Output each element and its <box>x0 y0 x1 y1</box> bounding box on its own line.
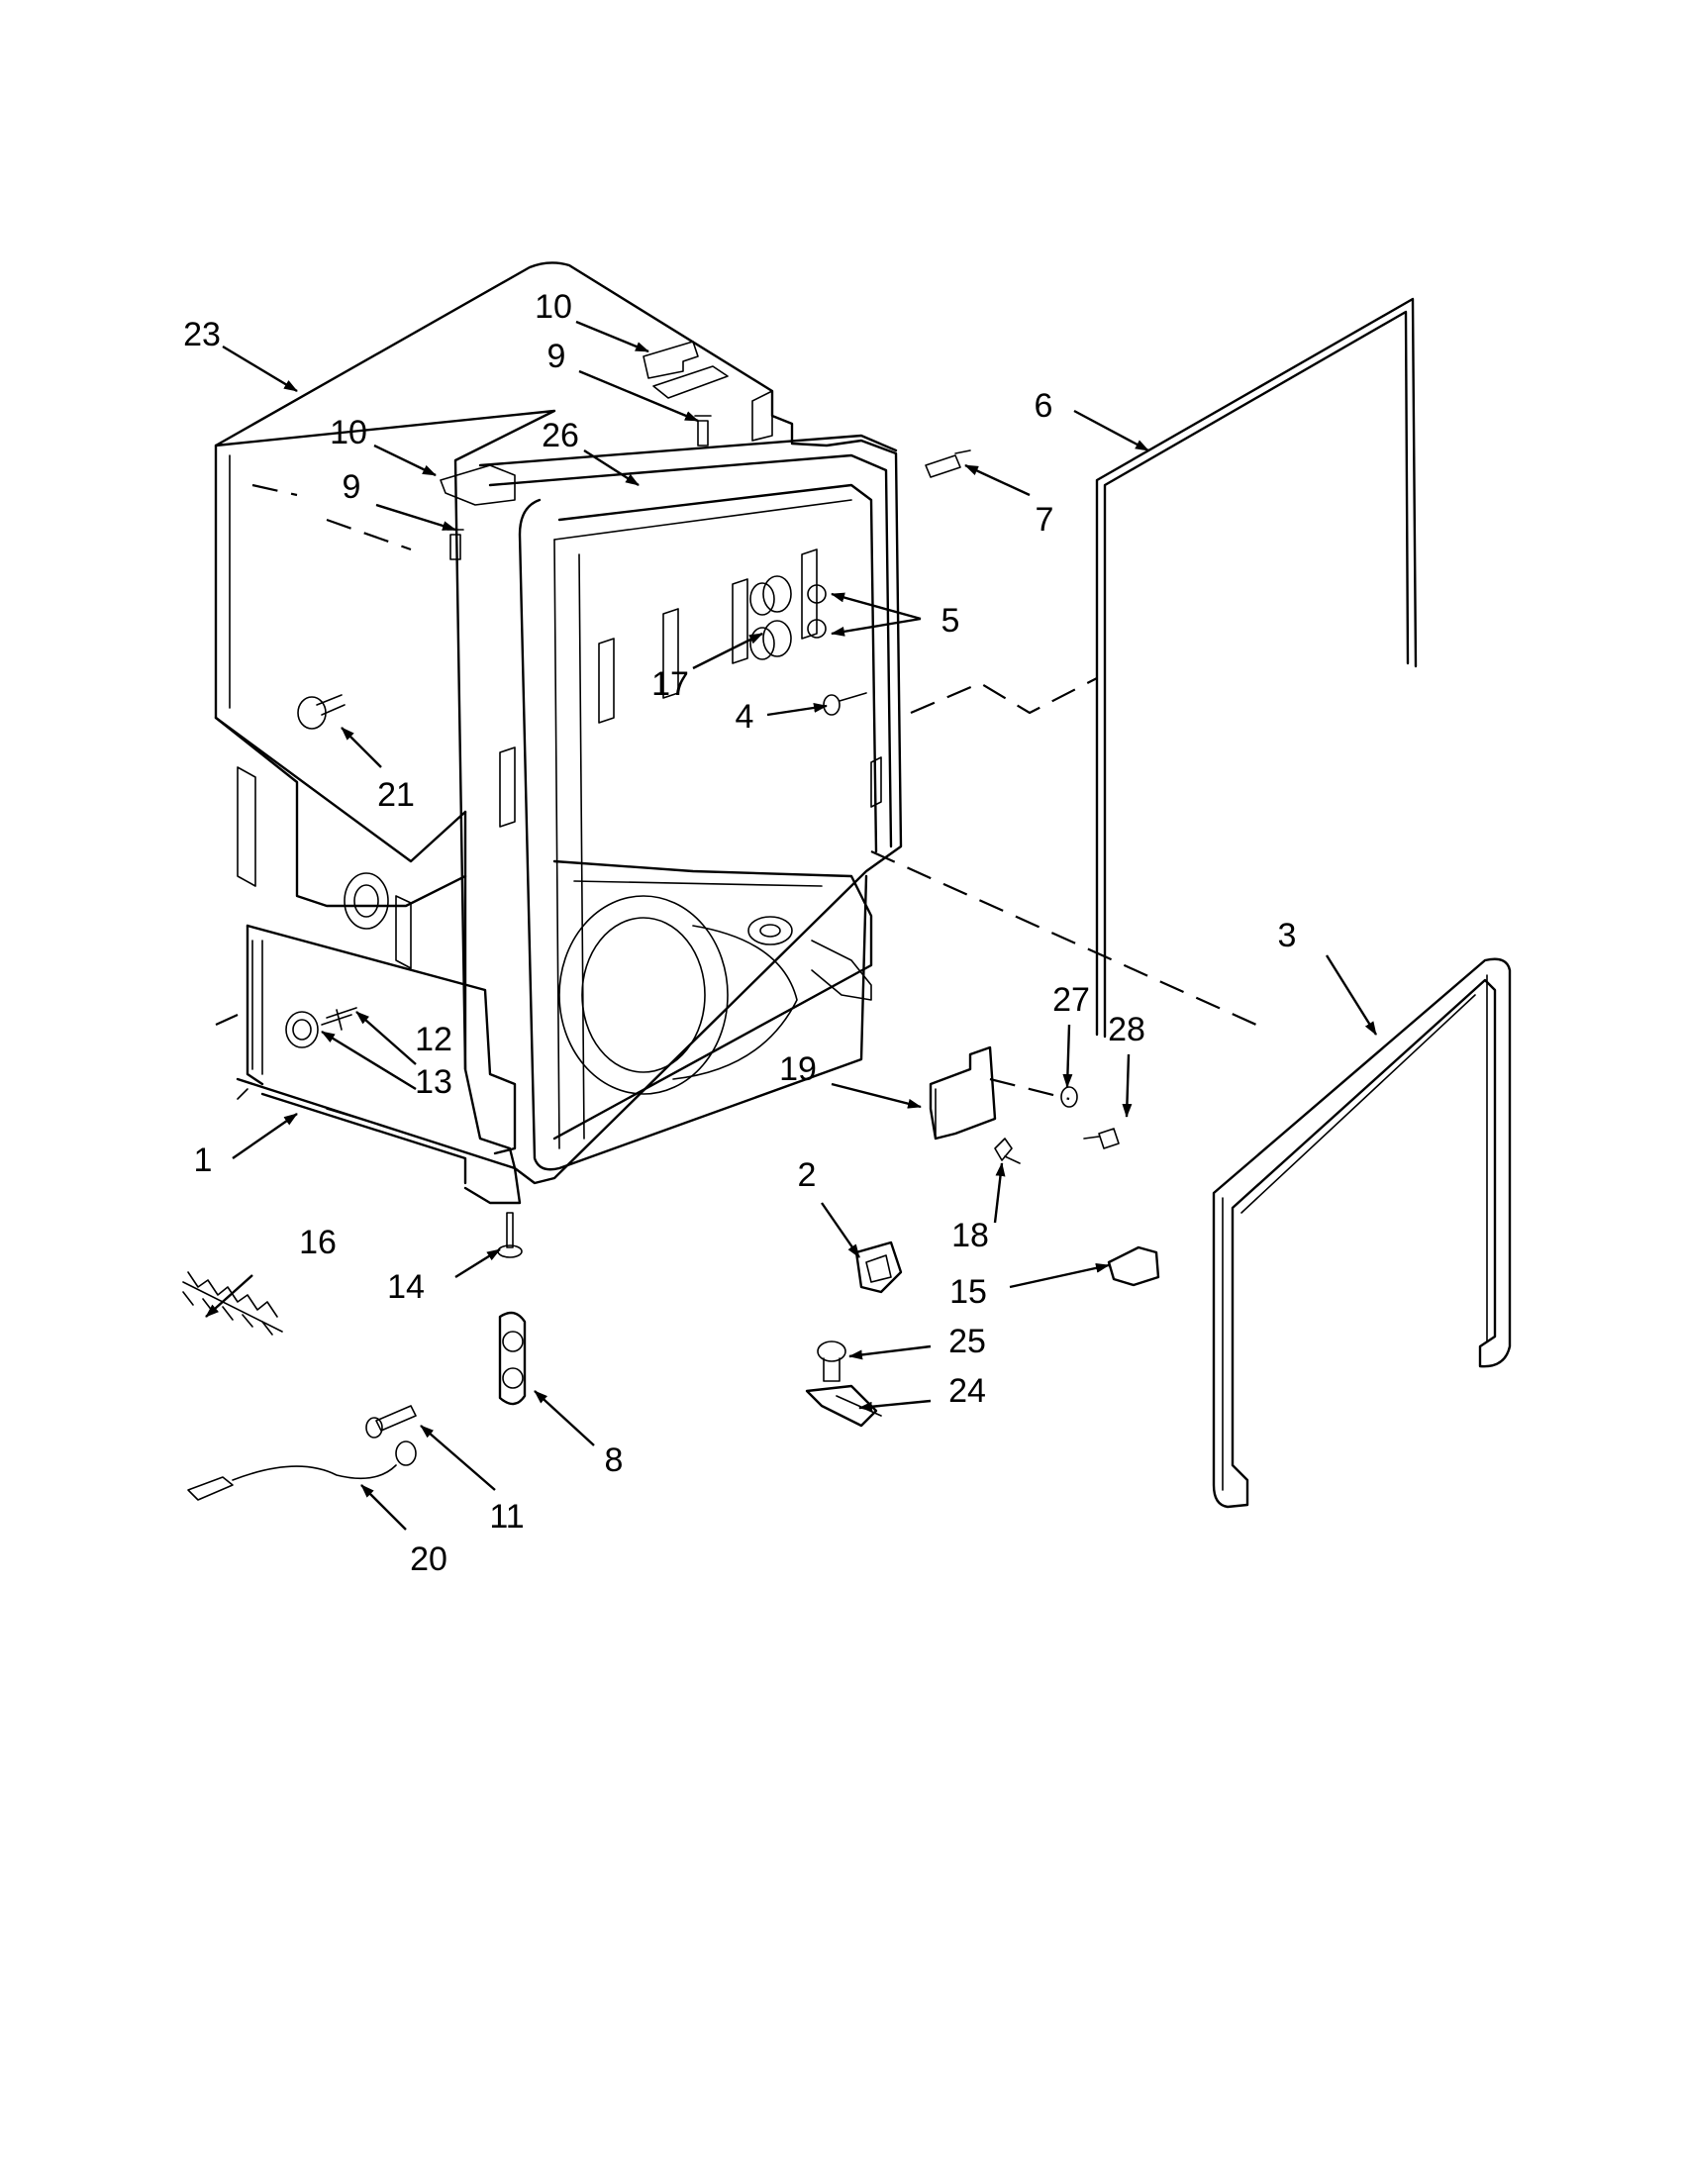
callout-26: 26 <box>542 417 579 454</box>
callout-9-left: 9 <box>342 468 361 506</box>
callout-2: 2 <box>797 1156 817 1194</box>
callout-21: 21 <box>377 776 415 814</box>
door-mount-parts <box>749 449 971 716</box>
callout-11: 11 <box>489 1498 525 1536</box>
callout-10-top: 10 <box>535 288 572 326</box>
callout-5: 5 <box>941 602 960 640</box>
callout-18: 18 <box>951 1217 989 1254</box>
alignment-lines <box>870 677 1268 1101</box>
callout-13: 13 <box>415 1063 452 1101</box>
callout-4: 4 <box>735 698 754 736</box>
callout-7: 7 <box>1035 501 1054 539</box>
callout-20: 20 <box>410 1540 447 1578</box>
callout-1: 1 <box>193 1142 213 1179</box>
callout-14: 14 <box>387 1268 425 1306</box>
leader-arrows <box>205 320 1378 1531</box>
callout-12: 12 <box>415 1021 452 1058</box>
bracket-19-drawing <box>929 1045 1120 1164</box>
callout-3: 3 <box>1277 917 1297 954</box>
callout-8: 8 <box>604 1441 624 1479</box>
callout-6: 6 <box>1034 387 1053 425</box>
callout-16: 16 <box>299 1224 337 1261</box>
callout-23: 23 <box>183 316 221 353</box>
tub-assembly <box>214 261 903 1185</box>
callout-24: 24 <box>948 1372 986 1410</box>
callout-27: 27 <box>1052 981 1090 1019</box>
callout-17: 17 <box>651 665 689 703</box>
base-frame <box>215 924 872 1205</box>
door-seal-u <box>1212 957 1512 1509</box>
callout-25: 25 <box>948 1323 986 1360</box>
callout-9-top: 9 <box>546 338 566 375</box>
callout-15: 15 <box>949 1273 987 1311</box>
door-gasket-strip <box>1095 297 1418 1039</box>
callout-28: 28 <box>1108 1011 1145 1048</box>
callout-10-left: 10 <box>330 414 367 451</box>
callout-19: 19 <box>779 1050 817 1088</box>
